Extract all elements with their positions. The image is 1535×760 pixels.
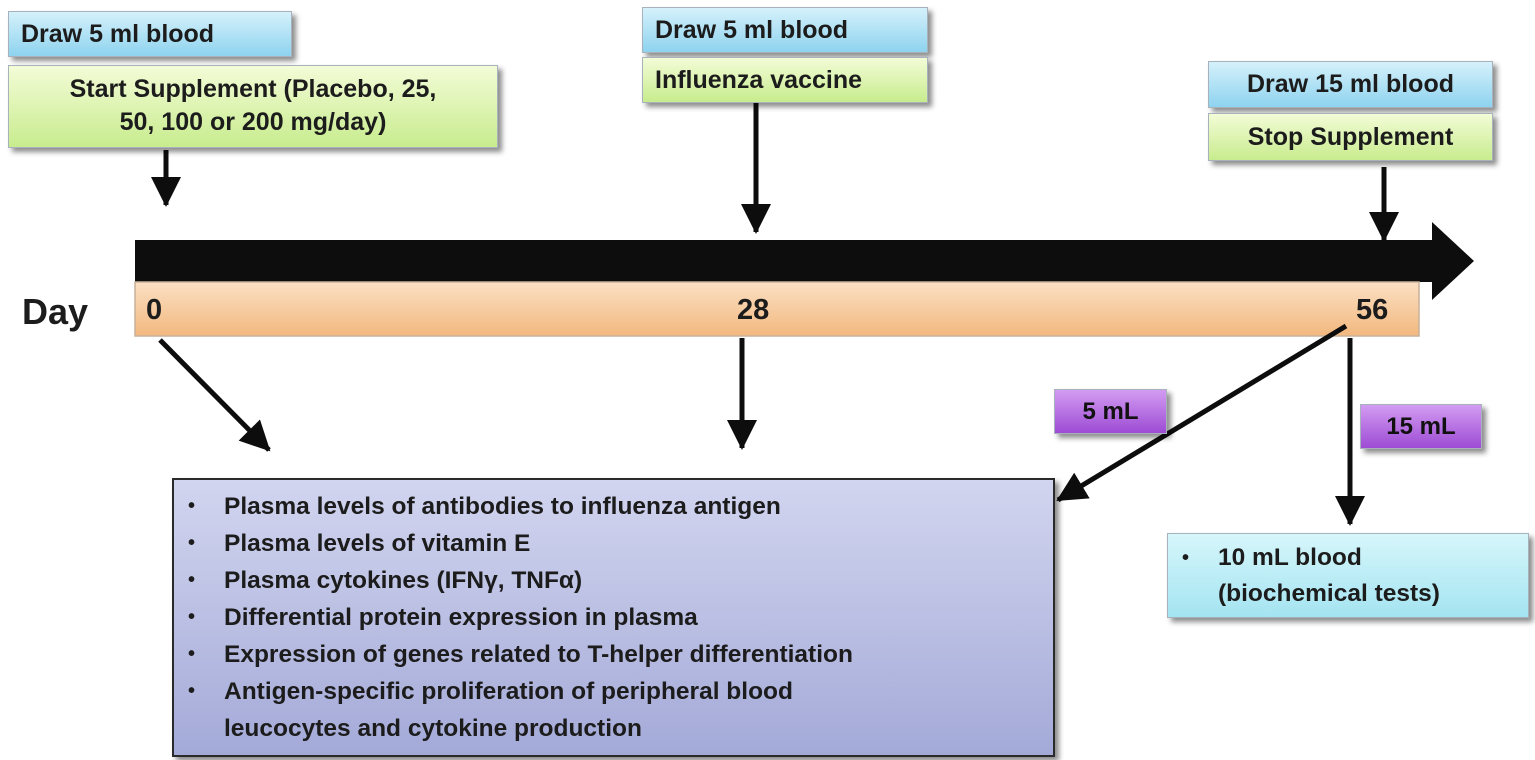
day28-vaccine-box: Influenza vaccine bbox=[642, 57, 928, 103]
day56-draw-label: Draw 15 ml blood bbox=[1247, 70, 1454, 98]
analyses-list: Plasma levels of antibodies to influenza… bbox=[174, 488, 1053, 710]
stop-supplement-label: Stop Supplement bbox=[1247, 123, 1454, 151]
biochem-item: 10 mL blood bbox=[1168, 540, 1528, 576]
volume-5ml-label: 5 mL bbox=[1082, 398, 1139, 425]
day0-draw-box: Draw 5 ml blood bbox=[8, 11, 292, 57]
biochem-box: 10 mL blood (biochemical tests) bbox=[1167, 533, 1529, 618]
start-supplement-line1: Start Supplement (Placebo, 25, bbox=[69, 75, 437, 103]
analysis-item: Plasma cytokines (IFNγ, TNFα) bbox=[174, 562, 1053, 599]
volume-tag-5ml: 5 mL bbox=[1054, 389, 1167, 434]
analysis-item: Plasma levels of vitamin E bbox=[174, 525, 1053, 562]
start-supplement-line2: 50, 100 or 200 mg/day) bbox=[119, 108, 387, 136]
arrow-day0-analysis bbox=[158, 338, 271, 452]
biochem-item-continuation: (biochemical tests) bbox=[1218, 580, 1440, 607]
analysis-item-continuation: leucocytes and cytokine production bbox=[224, 715, 642, 742]
day28-draw-box: Draw 5 ml blood bbox=[642, 7, 928, 53]
day-tick-0: 0 bbox=[146, 294, 163, 326]
volume-15ml-label: 15 mL bbox=[1386, 413, 1456, 440]
vaccine-label: Influenza vaccine bbox=[655, 66, 863, 94]
volume-tag-15ml: 15 mL bbox=[1360, 404, 1482, 449]
day-tick-28: 28 bbox=[737, 294, 770, 326]
analyses-box: Plasma levels of antibodies to influenza… bbox=[172, 478, 1055, 757]
analysis-item: Differential protein expression in plasm… bbox=[174, 599, 1053, 636]
day0-draw-label: Draw 5 ml blood bbox=[21, 20, 215, 48]
analysis-item: Plasma levels of antibodies to influenza… bbox=[174, 488, 1053, 525]
timeline-arrow bbox=[135, 222, 1474, 300]
analysis-item: Expression of genes related to T-helper … bbox=[174, 636, 1053, 673]
day0-start-supplement-box: Start Supplement (Placebo, 25, 50, 100 o… bbox=[8, 65, 498, 148]
biochem-list: 10 mL blood bbox=[1168, 540, 1528, 576]
day28-draw-label: Draw 5 ml blood bbox=[655, 16, 849, 44]
analysis-item: Antigen-specific proliferation of periph… bbox=[174, 673, 1053, 710]
day56-draw-box: Draw 15 ml blood bbox=[1208, 61, 1493, 108]
day-axis-label: Day bbox=[22, 291, 89, 332]
day56-stop-supplement-box: Stop Supplement bbox=[1208, 113, 1493, 161]
day-tick-56: 56 bbox=[1356, 294, 1389, 326]
day-bar bbox=[134, 281, 1420, 337]
